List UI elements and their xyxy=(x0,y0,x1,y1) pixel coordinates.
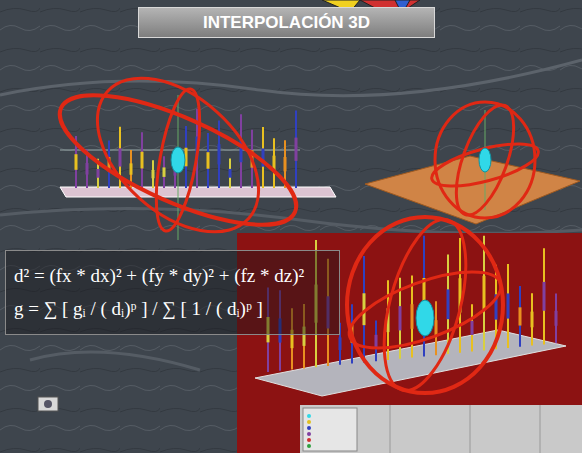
formula: g = ∑ [ gᵢ / ( dᵢ)ᵖ ] / ∑ [ 1 / ( dᵢ)ᵖ ] xyxy=(14,298,331,320)
sample-stick xyxy=(508,264,509,348)
sample-stick xyxy=(164,156,165,188)
search-ellipsoid xyxy=(44,48,312,261)
sample-stick xyxy=(484,236,485,351)
sample-stick xyxy=(472,304,473,351)
formula: d² = (fx * dx)² + (fy * dy)² + (fz * dz)… xyxy=(14,265,331,287)
sample-stick xyxy=(520,286,521,347)
slide-title: INTERPOLACIÓN 3D xyxy=(203,13,370,33)
relief-line xyxy=(0,60,582,96)
sample-stick xyxy=(208,133,209,188)
camera-icon xyxy=(38,397,58,411)
legend-strip xyxy=(300,405,582,453)
sample-stick xyxy=(436,301,437,355)
sample-stick xyxy=(142,132,143,188)
sample-stick xyxy=(219,120,220,188)
sample-stick xyxy=(544,248,545,344)
sample-stick xyxy=(448,255,449,354)
sample-stick xyxy=(153,160,154,188)
relief-line xyxy=(30,352,200,370)
sample-stick xyxy=(241,114,242,188)
sample-stick xyxy=(556,293,557,343)
sample-stick xyxy=(274,138,275,188)
sample-stick xyxy=(532,293,533,345)
sample-stick xyxy=(376,321,377,362)
search-ellipsoid xyxy=(340,211,510,399)
title-box: INTERPOLACIÓN 3D xyxy=(138,7,435,38)
sample-stick xyxy=(230,159,231,188)
sample-stick xyxy=(460,238,461,353)
interpolation-figure xyxy=(365,98,580,224)
sample-stick xyxy=(263,127,264,188)
interpolation-figure xyxy=(60,95,336,240)
sample-stick xyxy=(186,126,187,188)
sample-stick xyxy=(296,110,297,188)
sample-stick xyxy=(412,275,413,357)
formula-box: d² = (fx * dx)² + (fy * dy)² + (fz * dz)… xyxy=(5,250,340,335)
